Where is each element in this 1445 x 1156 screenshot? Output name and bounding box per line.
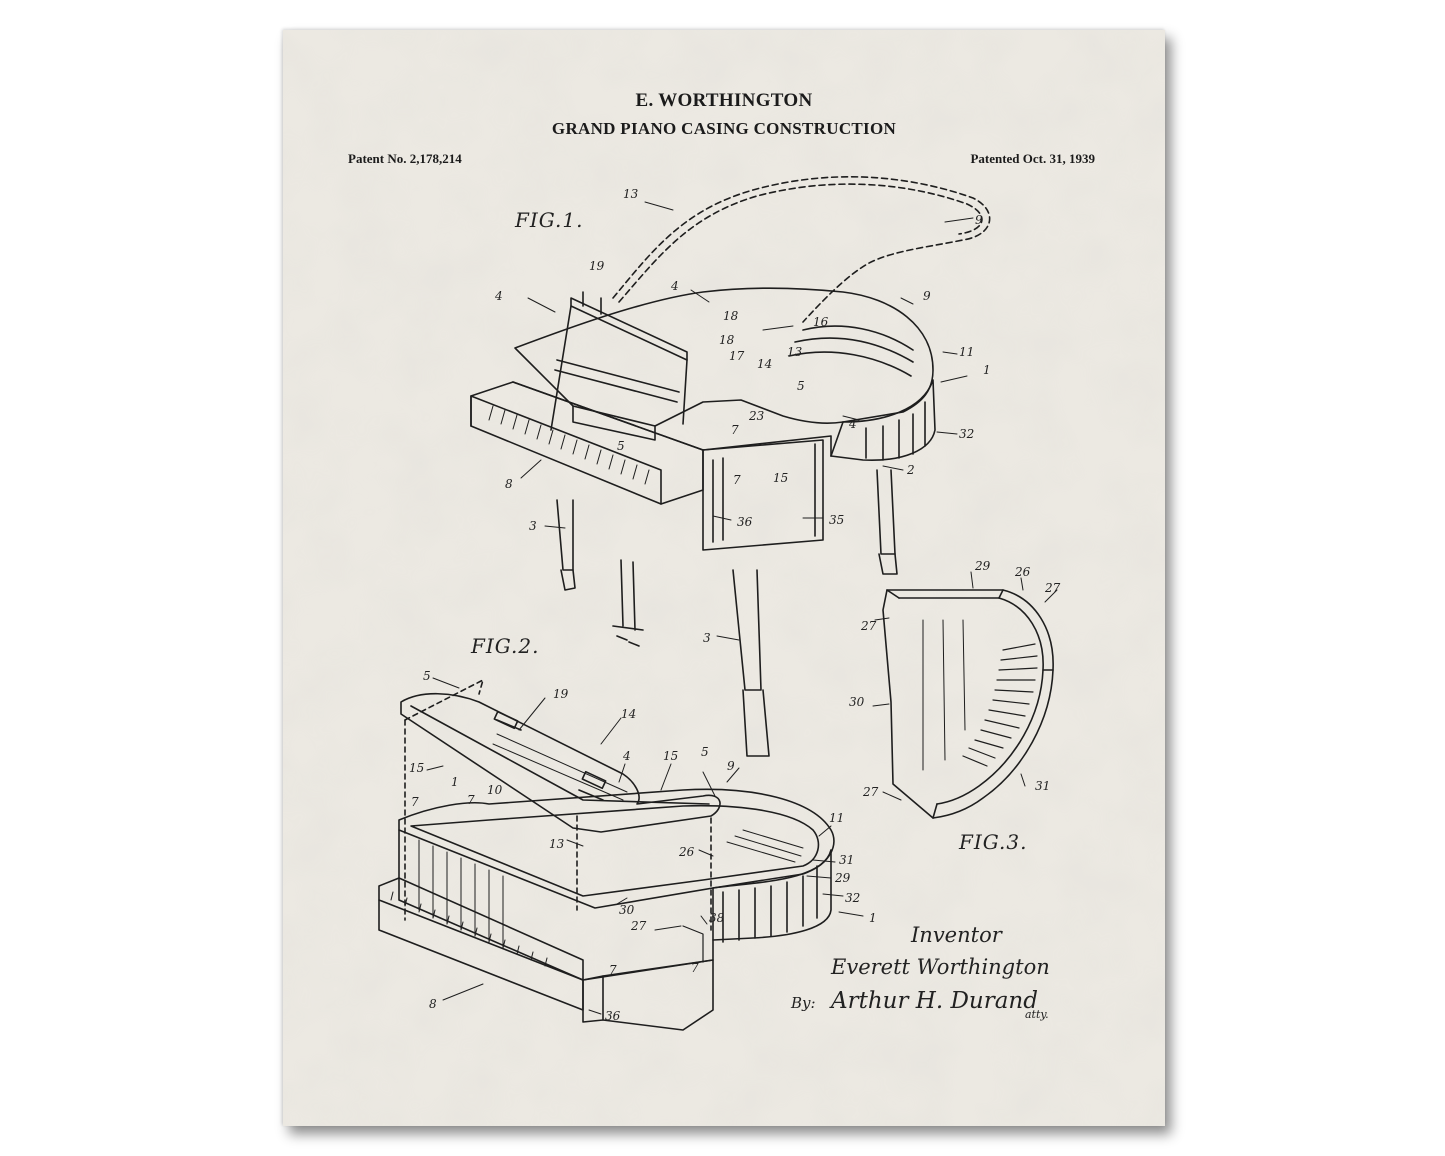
fig3-callout-27: 27	[1044, 581, 1061, 595]
fig1-callout-2: 2	[906, 463, 915, 477]
fig2-callout-5b: 5	[701, 745, 709, 759]
fig2-callout-27: 27	[630, 919, 647, 933]
fig1-callout-19: 19	[589, 259, 605, 273]
fig3-rim-drawing: 29 26 27 27 30 27 31	[849, 559, 1061, 819]
patent-number: Patent No. 2,178,214	[348, 151, 462, 166]
fig2-callout-8: 8	[429, 997, 437, 1011]
fig1-callout-8: 8	[505, 477, 513, 491]
fig1-callout-1: 1	[983, 363, 991, 377]
fig2-callout-1: 1	[451, 775, 459, 789]
fig2-callout-7c: 7	[609, 963, 617, 977]
fig1-callout-3: 3	[529, 519, 537, 533]
fig2-callout-9: 9	[727, 759, 735, 773]
fig1-callout-18b: 18	[719, 333, 735, 347]
fig1-callout-9b: 9	[923, 289, 931, 303]
fig1-callout-7: 7	[731, 423, 739, 437]
fig3-label: FIG.3.	[959, 830, 1028, 854]
fig3-callout-27c: 27	[862, 785, 879, 799]
fig2-callout-15: 15	[409, 761, 424, 775]
fig2-label: FIG.2.	[471, 634, 540, 658]
fig2-callout-32: 32	[845, 891, 860, 905]
patent-date: Patented Oct. 31, 1939	[970, 151, 1095, 166]
fig2-callout-1b: 1	[869, 911, 877, 925]
fig1-callout-13b: 13	[787, 345, 803, 359]
patent-print: E. WORTHINGTON GRAND PIANO CASING CONSTR…	[283, 30, 1165, 1126]
fig1-callout-23: 23	[748, 409, 765, 423]
fig1-callout-7b: 7	[733, 473, 741, 487]
fig3-callout-30: 30	[849, 695, 865, 709]
fig2-callout-26: 26	[678, 845, 695, 859]
fig2-callout-13: 13	[549, 837, 565, 851]
fig1-callout-9: 9	[975, 213, 983, 227]
fig1-callout-14: 14	[757, 357, 772, 371]
fig1-callout-13: 13	[623, 187, 639, 201]
fig1-callout-11: 11	[959, 345, 974, 359]
fig2-callout-15b: 15	[663, 749, 678, 763]
fig2-casing-drawing: 5 19 14 15 4 15 5 9 7 1 7 10 11 13 26 31…	[378, 669, 877, 1031]
fig2-callout-5: 5	[423, 669, 431, 683]
fig1-callout-5b: 5	[617, 439, 625, 453]
fig1-callout-3b: 3	[703, 631, 711, 645]
fig2-callout-7b: 7	[467, 793, 475, 807]
fig1-callout-36: 36	[737, 515, 753, 529]
fig1-callout-4: 4	[494, 289, 503, 303]
fig1-callout-18: 18	[723, 309, 739, 323]
fig2-callout-31: 31	[839, 853, 854, 867]
attorney-signature: Arthur H. Durand	[831, 988, 1038, 1014]
inventor-label: Inventor	[911, 923, 1002, 947]
fig1-callout-16: 16	[813, 315, 829, 329]
fig2-callout-10: 10	[487, 783, 503, 797]
fig2-callout-14: 14	[621, 707, 636, 721]
fig1-callout-15: 15	[773, 471, 788, 485]
fig2-callout-11: 11	[829, 811, 844, 825]
fig2-callout-4: 4	[622, 749, 631, 763]
patent-drawing: 13 9 19 4 4 18 16 9 18 17 14 13 11 1 5 3…	[378, 175, 1061, 1031]
fig2-callout-38: 38	[709, 911, 725, 925]
fig1-callout-35: 35	[829, 513, 844, 527]
fig2-callout-30: 30	[619, 903, 635, 917]
fig2-callout-19: 19	[553, 687, 569, 701]
fig1-callout-4b: 4	[670, 279, 679, 293]
fig2-callout-7: 7	[411, 795, 419, 809]
fig2-callout-36: 36	[605, 1009, 621, 1023]
paper-texture	[283, 30, 1165, 1126]
fig3-callout-31: 31	[1035, 779, 1050, 793]
fig3-callout-26: 26	[1014, 565, 1031, 579]
attorney-abbreviation: atty.	[1025, 1008, 1049, 1021]
inventor-signature: Everett Worthington	[831, 955, 1050, 979]
fig1-callout-4c: 4	[848, 417, 857, 431]
fig1-callout-17: 17	[729, 349, 745, 363]
fig2-callout-29: 29	[834, 871, 851, 885]
fig1-piano-drawing: 13 9 19 4 4 18 16 9 18 17 14 13 11 1 5 3…	[470, 175, 991, 757]
by-label: By:	[791, 994, 816, 1012]
patent-inventor-heading: E. WORTHINGTON	[635, 90, 813, 111]
fig3-callout-27b: 27	[860, 619, 877, 633]
fig1-callout-5: 5	[797, 379, 805, 393]
fig3-callout-29: 29	[974, 559, 991, 573]
fig2-callout-7d: 7	[691, 961, 699, 975]
patent-title: GRAND PIANO CASING CONSTRUCTION	[551, 119, 897, 138]
fig1-label: FIG.1.	[515, 208, 584, 232]
fig1-callout-32: 32	[959, 427, 974, 441]
